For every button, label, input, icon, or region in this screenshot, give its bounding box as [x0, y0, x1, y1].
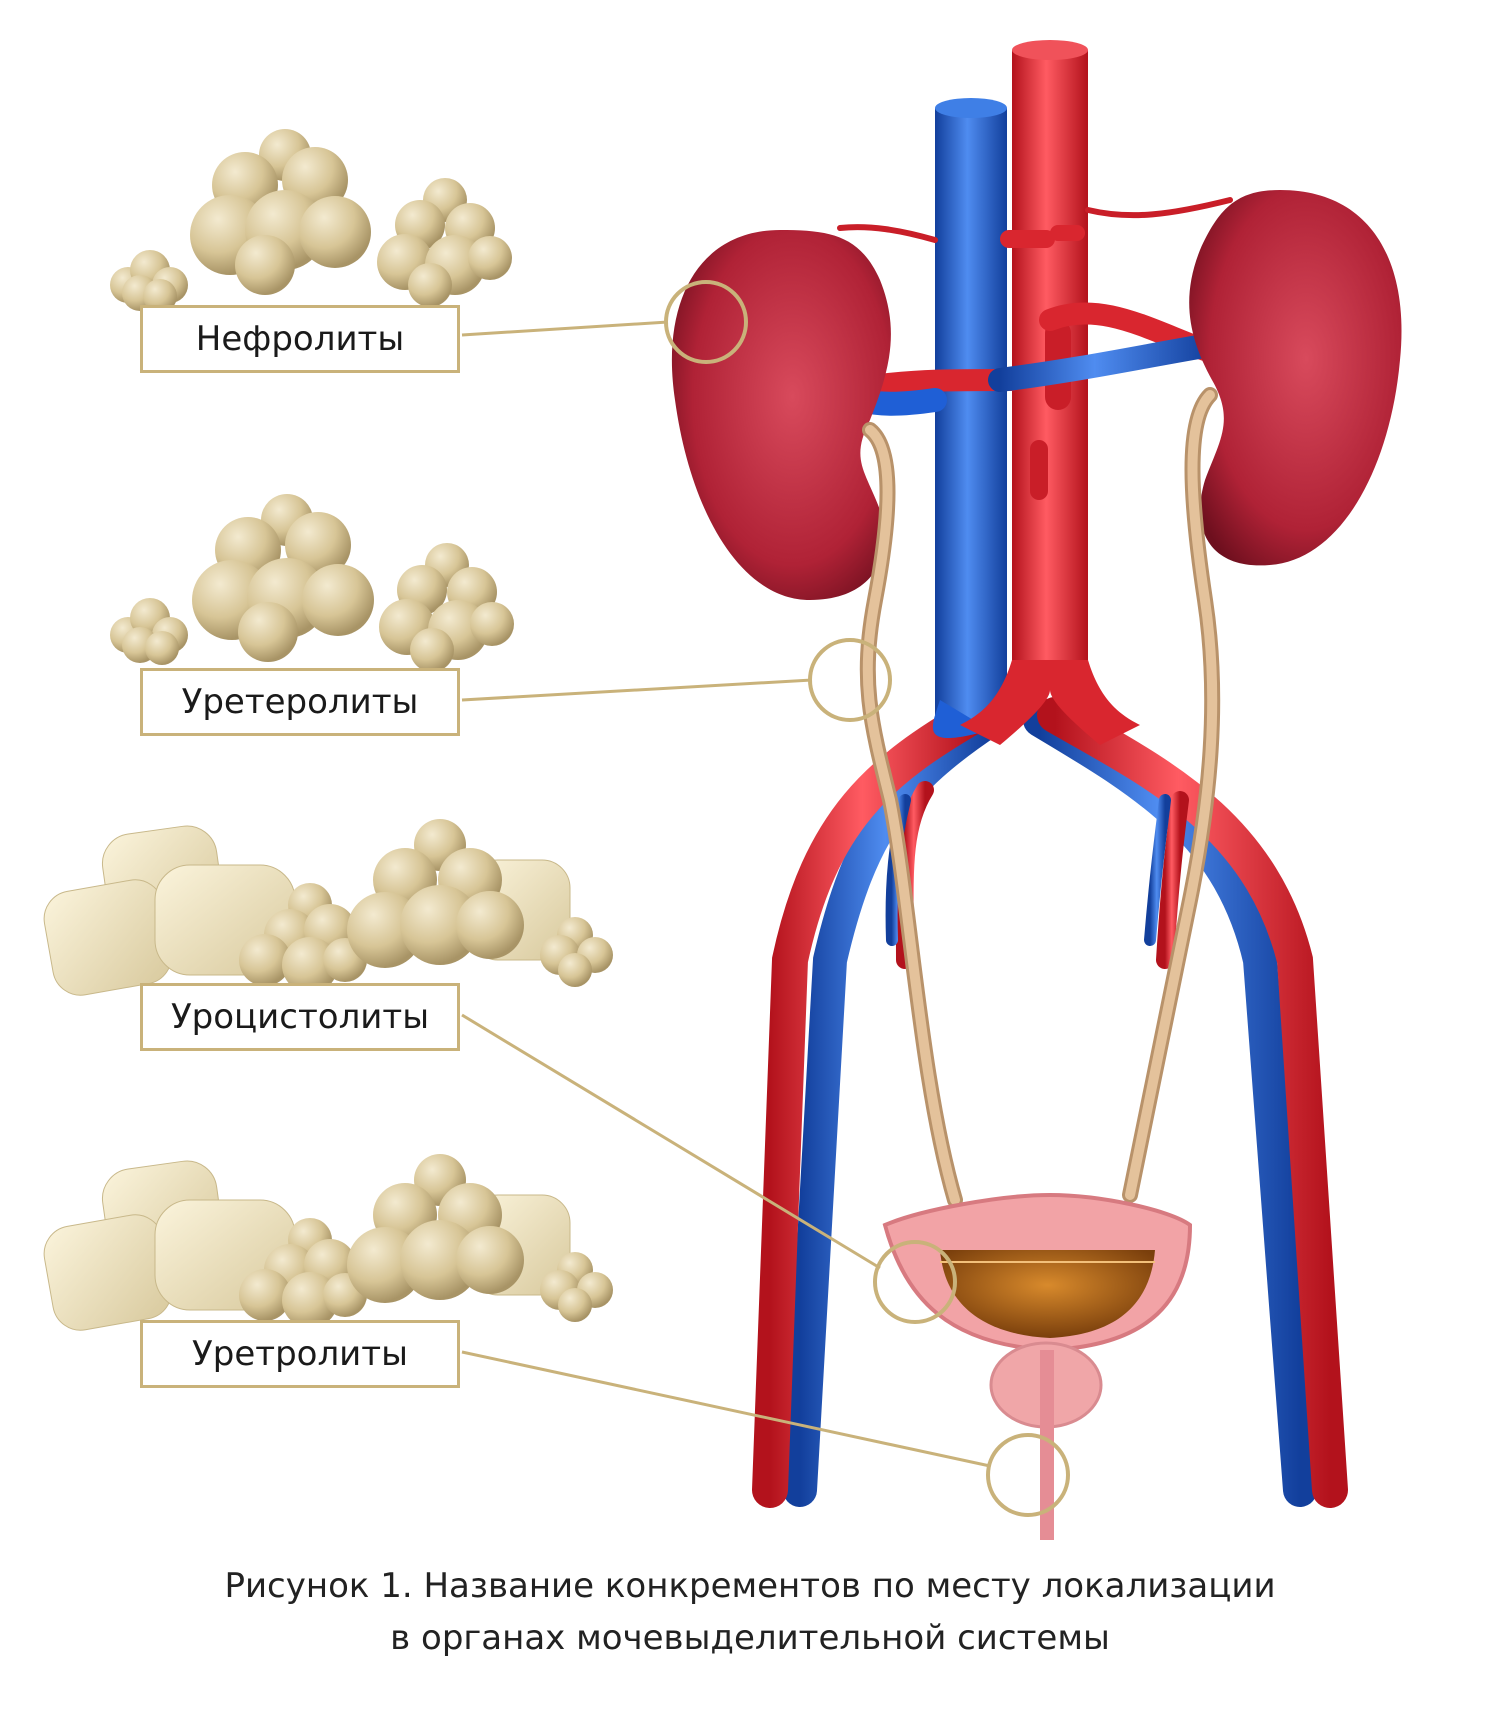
nephroliths-label-text: Нефролиты: [195, 319, 405, 359]
urethroliths-label-text: Уретролиты: [192, 1334, 408, 1374]
nephrolith-location-circle: [664, 280, 748, 364]
urethrolith-stones: [43, 1154, 613, 1331]
nephroliths-label: Нефролиты: [140, 305, 460, 373]
urethra: [1040, 1350, 1054, 1540]
nephrolith-stones: [110, 129, 512, 313]
caption-line-2: в органах мочевыделительной системы: [390, 1618, 1110, 1658]
urocystoliths-label-text: Уроцистолиты: [170, 997, 430, 1037]
bladder: [882, 1192, 1193, 1353]
urocystolith-location-circle: [873, 1240, 957, 1324]
vena-cava: [932, 98, 1007, 739]
caption-line-1: Рисунок 1. Название конкрементов по мест…: [224, 1566, 1276, 1606]
urethroliths-label: Уретролиты: [140, 1320, 460, 1388]
ureterolith-stones: [110, 494, 514, 672]
callout-lines: [461, 320, 991, 1468]
ureteroliths-label: Уретеролиты: [140, 668, 460, 736]
ureteroliths-label-text: Уретеролиты: [181, 682, 419, 722]
callout-circles: [664, 280, 1070, 1517]
right-kidney: [1189, 190, 1402, 566]
urethrolith-location-circle: [986, 1433, 1070, 1517]
left-kidney: [671, 230, 891, 600]
urocystolith-stones: [43, 819, 613, 996]
ureters: [859, 387, 1221, 1208]
figure-caption: Рисунок 1. Название конкрементов по мест…: [0, 1560, 1500, 1664]
ureterolith-location-circle: [808, 638, 892, 722]
urocystoliths-label: Уроцистолиты: [140, 983, 460, 1051]
